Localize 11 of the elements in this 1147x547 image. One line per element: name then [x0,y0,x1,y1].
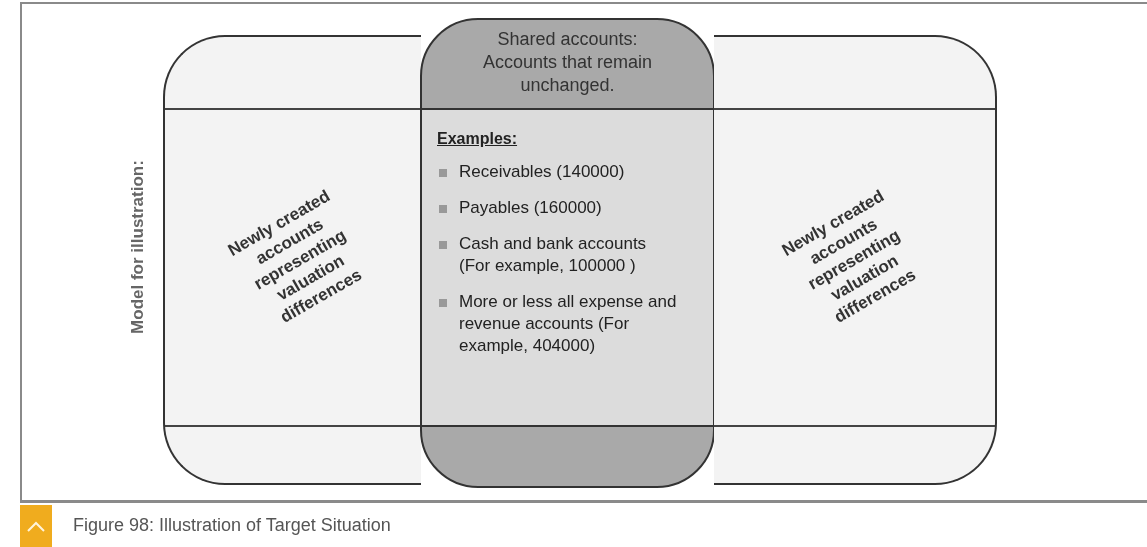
figure-caption: Figure 98: Illustration of Target Situation [73,515,391,536]
examples-heading: Examples: [437,130,518,148]
rounded-region [714,35,997,485]
rounded-column [420,18,715,488]
list-item: Payables (160000) [459,197,603,219]
side-label: Model for illustration: [128,160,148,334]
list-item: More or less all expense and revenue accounts (For example, 404000) [459,291,678,357]
heading-text: Shared accounts: Accounts that remain unchanged. [481,28,654,97]
rounded-region [163,35,421,485]
list-item: Cash and bank accounts (For example, 100000 ) [459,233,648,277]
list-item: Receivables (140000) [459,161,626,183]
